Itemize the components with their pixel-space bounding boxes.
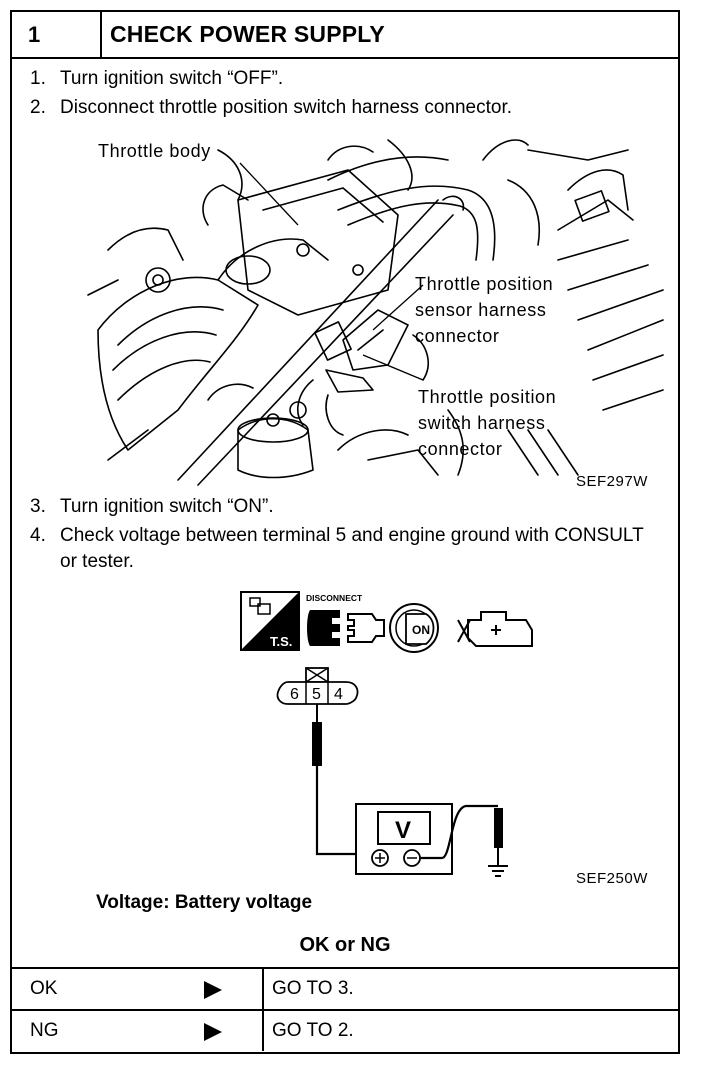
step-1: 1. Turn ignition switch “OFF”. bbox=[30, 66, 283, 92]
result-row-ng: NG GO TO 2. bbox=[12, 1009, 678, 1051]
label-throttle-body: Throttle body bbox=[98, 141, 211, 161]
step-3: 3. Turn ignition switch “ON”. bbox=[30, 494, 274, 520]
voltage-spec: Voltage: Battery voltage bbox=[96, 892, 313, 913]
step-2-text: Disconnect throttle position switch harn… bbox=[60, 97, 513, 118]
label-switch-line2: switch harness bbox=[418, 413, 546, 433]
ok-or-ng-question: OK or NG bbox=[299, 934, 391, 956]
result-ok-label: OK bbox=[30, 978, 58, 999]
figure2-code: SEF250W bbox=[576, 870, 648, 887]
result-separator bbox=[262, 969, 264, 1009]
step-4: 4. Check voltage between terminal 5 and e… bbox=[30, 523, 660, 575]
voltmeter-label: V bbox=[395, 817, 411, 844]
step-number: 1 bbox=[12, 12, 102, 57]
label-switch-line3: connector bbox=[418, 439, 503, 459]
label-sensor-line2: sensor harness bbox=[415, 300, 547, 320]
result-separator bbox=[262, 1011, 264, 1051]
step-3-text: Turn ignition switch “ON”. bbox=[60, 496, 274, 517]
disconnect-icon: DISCONNECT bbox=[306, 593, 385, 646]
step-2-number: 2. bbox=[30, 97, 46, 118]
terminal-6: 6 bbox=[290, 686, 299, 703]
voltage-check-diagram: T.S. DISCONNECT ON 6 5 bbox=[240, 591, 533, 877]
tester-icon-label: T.S. bbox=[270, 634, 292, 649]
disconnect-icon-label: DISCONNECT bbox=[306, 593, 363, 603]
terminal-5: 5 bbox=[312, 686, 321, 703]
step-2: 2. Disconnect throttle position switch ha… bbox=[30, 95, 512, 121]
step-1-text: Turn ignition switch “OFF”. bbox=[60, 68, 284, 89]
step-3-number: 3. bbox=[30, 496, 46, 517]
step-1-number: 1. bbox=[30, 68, 46, 89]
throttle-body-illustration bbox=[87, 139, 664, 486]
ground-icon bbox=[488, 865, 508, 877]
label-sensor-line1: Throttle position bbox=[415, 274, 554, 294]
step-4-text: Check voltage between terminal 5 and eng… bbox=[60, 525, 644, 572]
ignition-key-label: ON bbox=[412, 623, 430, 637]
result-ng-label: NG bbox=[30, 1020, 59, 1041]
label-switch-line1: Throttle position bbox=[418, 387, 557, 407]
engine-icon bbox=[457, 611, 533, 647]
step-header: 1 CHECK POWER SUPPLY bbox=[12, 12, 678, 59]
arrow-right-icon bbox=[204, 1023, 222, 1041]
result-ng-action: GO TO 2. bbox=[272, 1020, 354, 1041]
voltmeter-wiring: V bbox=[312, 704, 503, 875]
procedure-frame: 1 CHECK POWER SUPPLY 1. Turn ignition swi… bbox=[10, 10, 680, 1054]
label-sensor-line3: connector bbox=[415, 326, 500, 346]
terminal-4: 4 bbox=[334, 686, 343, 703]
arrow-right-icon bbox=[204, 981, 222, 999]
step-4-number: 4. bbox=[30, 525, 46, 546]
ignition-key-icon: ON bbox=[389, 603, 439, 653]
tester-icon: T.S. bbox=[240, 591, 300, 651]
result-ok-action: GO TO 3. bbox=[272, 978, 354, 999]
result-row-ok: OK GO TO 3. bbox=[12, 967, 678, 1009]
step-title: CHECK POWER SUPPLY bbox=[110, 21, 385, 47]
harness-connector: 6 5 4 bbox=[276, 667, 359, 705]
figure1-code: SEF297W bbox=[576, 473, 648, 490]
